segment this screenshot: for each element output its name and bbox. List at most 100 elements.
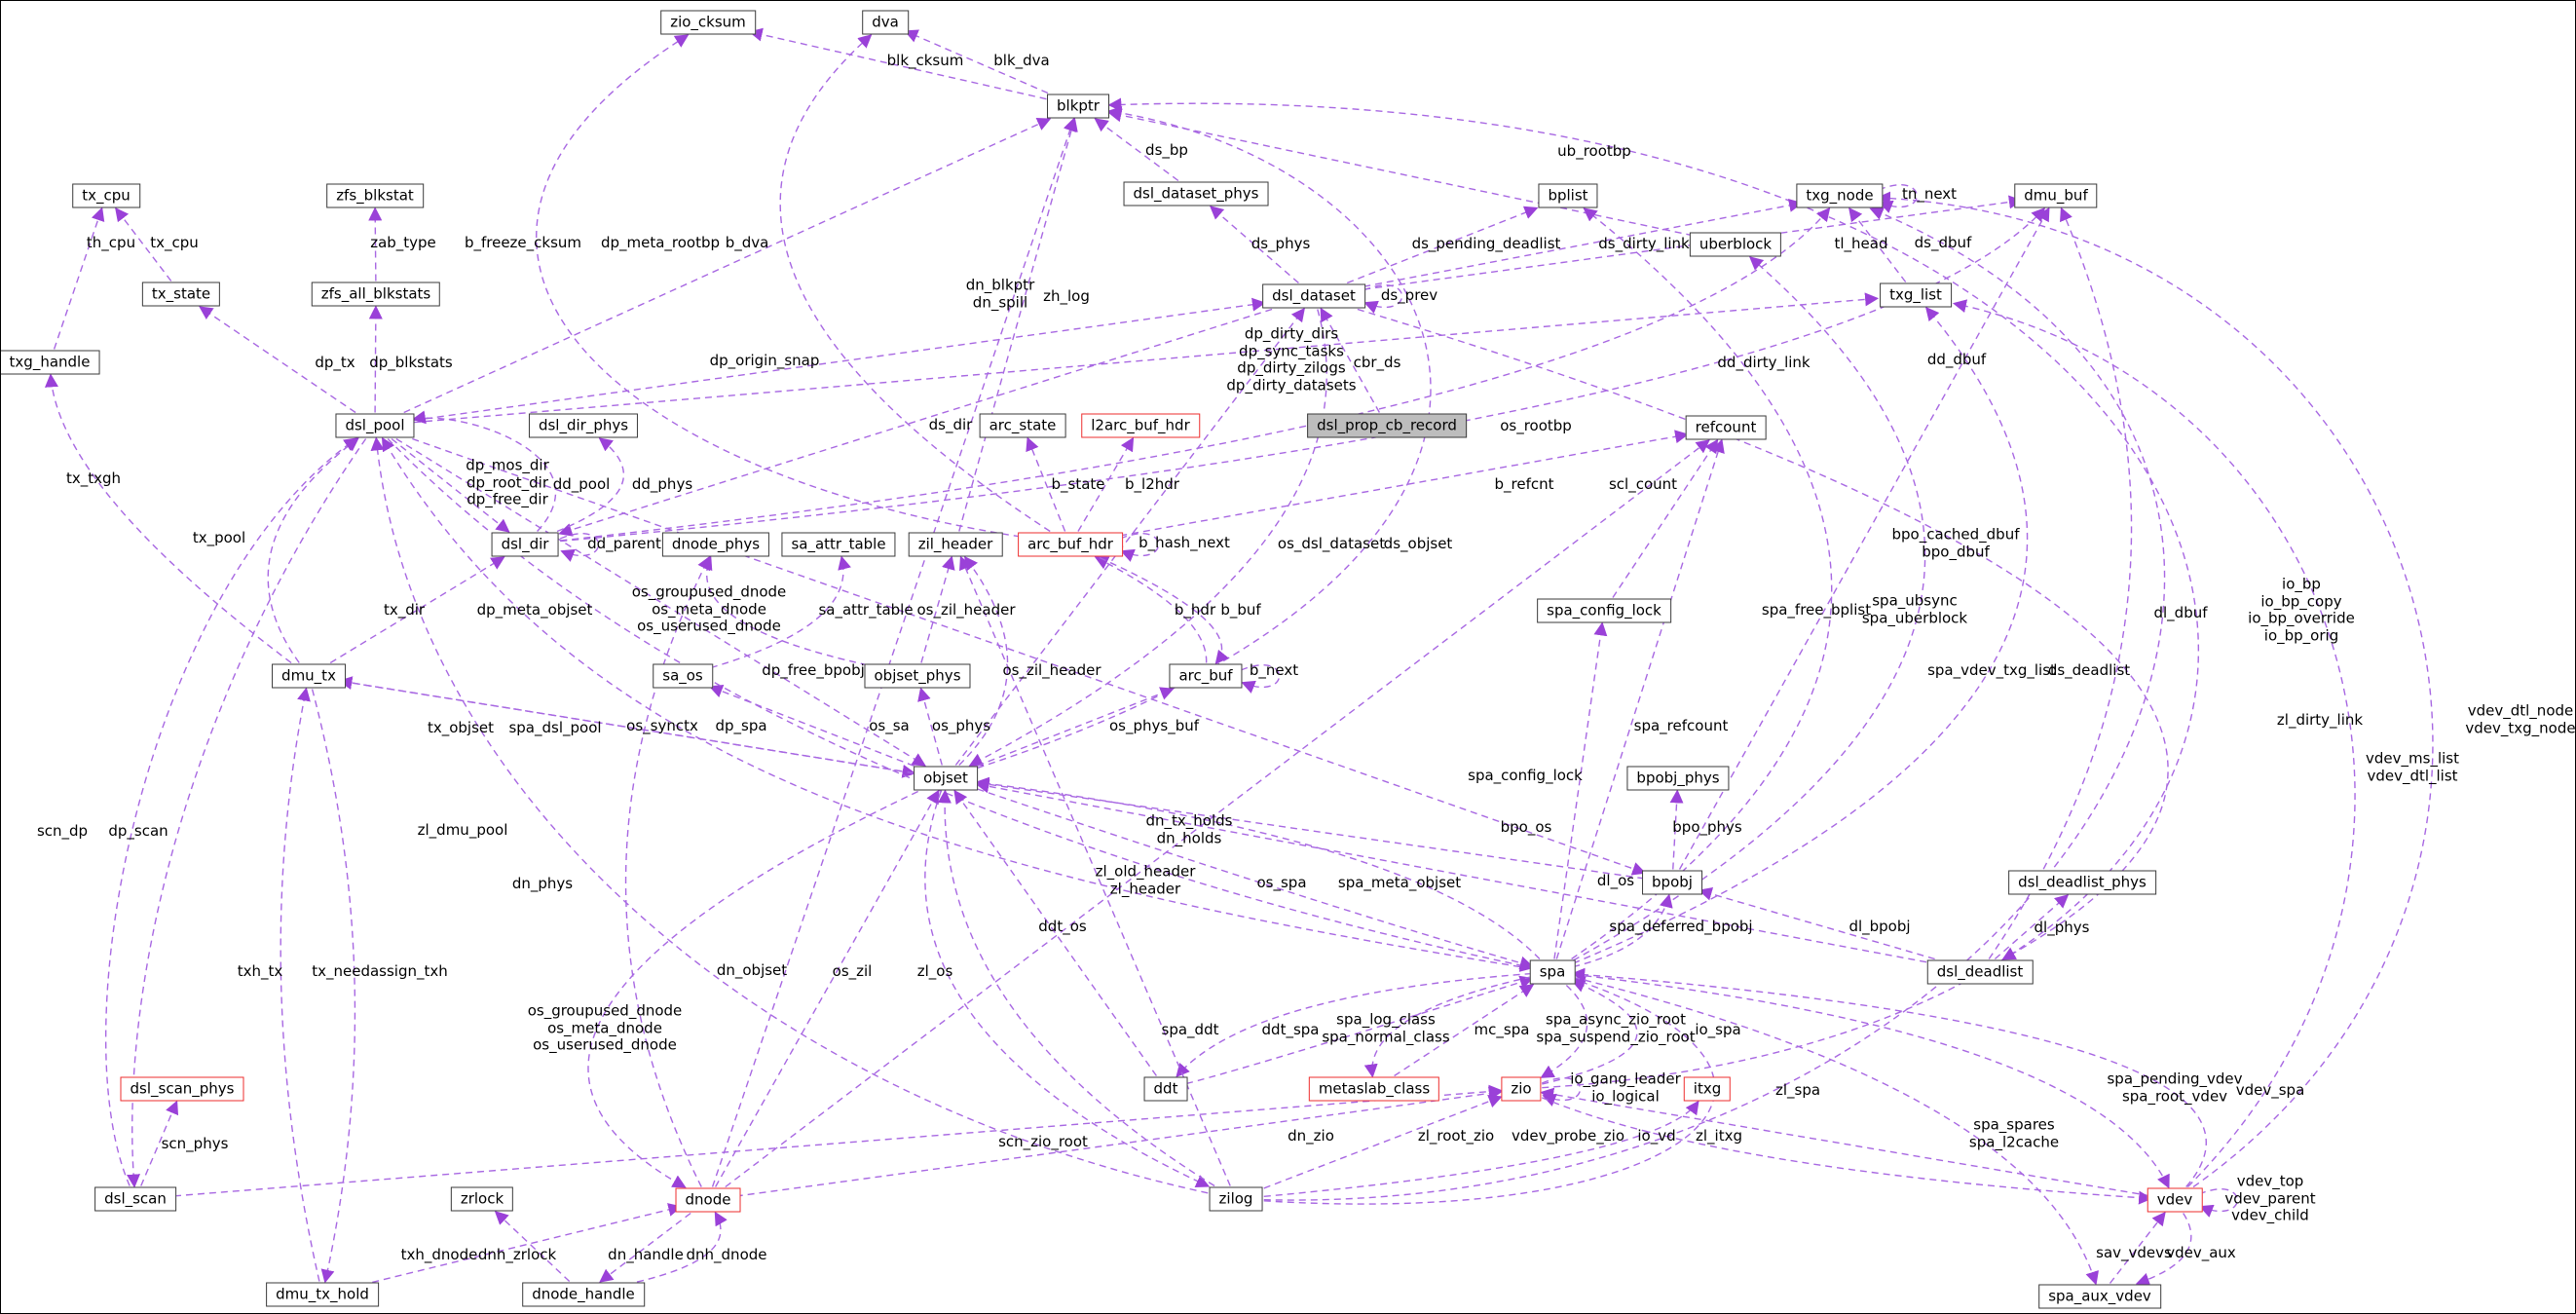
node-dnode_phys[interactable]: dnode_phys	[661, 532, 770, 557]
node-itxg[interactable]: itxg	[1683, 1076, 1732, 1102]
node-tx_cpu[interactable]: tx_cpu	[72, 183, 140, 208]
node-objset_phys[interactable]: objset_phys	[864, 663, 971, 689]
node-txg_node[interactable]: txg_node	[1796, 183, 1884, 208]
edge-dsl_dataset-dsl_deadlist	[1357, 308, 2169, 960]
node-l2arc_buf_hdr[interactable]: l2arc_buf_hdr	[1081, 413, 1200, 438]
node-bpobj[interactable]: bpobj	[1642, 870, 1702, 895]
node-zio[interactable]: zio	[1501, 1076, 1542, 1102]
edge-spa_aux_vdev-vdev	[2109, 1211, 2166, 1284]
edge-dsl_pool-txg_list	[413, 292, 1880, 424]
edge-blkptr-zio_cksum	[748, 27, 1047, 100]
node-dsl_deadlist[interactable]: dsl_deadlist	[1926, 959, 2034, 985]
edge-vdev-spa_aux_vdev	[2135, 1213, 2192, 1287]
node-dsl_dataset_phys[interactable]: dsl_dataset_phys	[1123, 181, 1269, 206]
edge-objset_phys-zil_header	[920, 555, 955, 663]
node-dsl_dir_phys[interactable]: dsl_dir_phys	[528, 413, 639, 438]
edge-dnode-dnode_handle	[599, 1212, 691, 1283]
edge-dsl_pool-dsl_scan	[127, 438, 367, 1188]
node-zilog[interactable]: zilog	[1209, 1186, 1263, 1212]
edge-dnode_handle-zrlock	[494, 1211, 571, 1283]
node-arc_state[interactable]: arc_state	[979, 413, 1066, 438]
edge-spa_config_lock-refcount	[1612, 438, 1719, 598]
node-metaslab_class[interactable]: metaslab_class	[1308, 1076, 1440, 1102]
edge-objset-objset_phys	[917, 687, 943, 766]
node-txg_list[interactable]: txg_list	[1880, 282, 1952, 308]
node-zil_header[interactable]: zil_header	[908, 532, 1003, 557]
node-vdev[interactable]: vdev	[2147, 1187, 2203, 1213]
node-zrlock[interactable]: zrlock	[450, 1186, 514, 1212]
node-blkptr[interactable]: blkptr	[1047, 94, 1109, 119]
node-bplist[interactable]: bplist	[1538, 183, 1598, 208]
edge-spa-zio	[1540, 984, 1588, 1078]
edge-arc_buf_hdr-refcount	[1120, 430, 1690, 537]
node-dsl_scan_phys[interactable]: dsl_scan_phys	[120, 1076, 244, 1102]
node-arc_buf[interactable]: arc_buf	[1169, 663, 1243, 689]
edge-dsl_dir-dsl_dir_phys	[556, 437, 625, 533]
node-refcount[interactable]: refcount	[1685, 415, 1767, 440]
node-zfs_all_blkstats[interactable]: zfs_all_blkstats	[311, 282, 441, 307]
edge-arc_buf_hdr-arc_buf	[1099, 556, 1229, 665]
edge-vdev-vdev	[2198, 1188, 2238, 1218]
edge-txg_node-txg_node	[1878, 184, 1918, 213]
edge-zilog-dsl_pool	[370, 436, 1209, 1194]
edge-zio-spa	[1542, 979, 1638, 1085]
edge-spa-metaslab_class	[1363, 976, 1532, 1078]
edge-txg_handle-tx_cpu	[53, 206, 105, 350]
edge-blkptr-dva	[904, 29, 1049, 94]
edge-spa-spa_aux_vdev	[1573, 976, 2099, 1286]
node-tx_state[interactable]: tx_state	[141, 282, 221, 307]
edge-dsl_pool-blkptr	[403, 118, 1052, 414]
edge-dsl_dataset-txg_node	[1363, 198, 1804, 287]
node-dmu_tx[interactable]: dmu_tx	[272, 663, 346, 689]
node-dsl_dir[interactable]: dsl_dir	[491, 532, 559, 557]
edge-dsl_dataset-bplist	[1346, 206, 1539, 284]
node-dnode_handle[interactable]: dnode_handle	[522, 1282, 645, 1307]
node-dsl_prop_cb_record[interactable]: dsl_prop_cb_record	[1307, 413, 1467, 438]
node-uberblock[interactable]: uberblock	[1689, 232, 1782, 257]
node-ddt[interactable]: ddt	[1143, 1076, 1188, 1102]
node-txg_handle[interactable]: txg_handle	[1, 350, 100, 375]
node-objset[interactable]: objset	[914, 766, 978, 791]
edge-objset-zil_header	[958, 555, 1009, 766]
edge-dsl_dir-dmu_buf	[560, 206, 2046, 543]
node-dsl_scan[interactable]: dsl_scan	[94, 1186, 176, 1212]
edge-objset-zilog	[924, 791, 1211, 1187]
edge-tx_state-tx_cpu	[115, 206, 172, 282]
node-zio_cksum[interactable]: zio_cksum	[660, 10, 756, 35]
node-sa_attr_table[interactable]: sa_attr_table	[781, 532, 896, 557]
edge-spa-objset	[975, 776, 1541, 959]
edge-dsl_dataset-dsl_dir	[558, 308, 1273, 537]
edge-dnode_handle-dnode	[636, 1211, 728, 1283]
edge-arc_buf_hdr-arc_buf_hdr	[1119, 533, 1160, 562]
edge-dmu_tx-txg_handle	[44, 373, 292, 664]
edge-objset_phys-dnode_phys	[699, 555, 868, 666]
node-spa_config_lock[interactable]: spa_config_lock	[1537, 598, 1671, 623]
node-zfs_blkstat[interactable]: zfs_blkstat	[326, 183, 424, 208]
edge-objset-dnode	[587, 790, 918, 1188]
edge-objset-dsl_dataset	[954, 307, 1305, 766]
edge-arc_buf_hdr-dva	[779, 34, 1051, 533]
edge-dsl_dataset-dsl_dataset_phys	[1209, 206, 1299, 284]
node-dsl_pool[interactable]: dsl_pool	[335, 413, 415, 438]
node-bpobj_phys[interactable]: bpobj_phys	[1626, 766, 1730, 791]
edge-spa-ddt	[1176, 972, 1532, 1078]
edge-arc_buf-arc_buf_hdr	[1094, 556, 1208, 663]
node-dsl_dataset[interactable]: dsl_dataset	[1262, 283, 1365, 309]
node-dsl_deadlist_phys[interactable]: dsl_deadlist_phys	[2008, 870, 2156, 895]
node-spa[interactable]: spa	[1529, 959, 1576, 985]
node-sa_os[interactable]: sa_os	[653, 663, 713, 689]
node-dnode[interactable]: dnode	[675, 1187, 741, 1213]
node-dva[interactable]: dva	[862, 10, 909, 35]
edge-dnode-dnode_phys	[624, 555, 711, 1187]
edge-metaslab_class-spa	[1394, 984, 1535, 1077]
edge-dsl_prop_cb_record-dsl_dataset	[1320, 307, 1380, 413]
node-spa_aux_vdev[interactable]: spa_aux_vdev	[2038, 1284, 2161, 1309]
edge-objset-spa	[977, 788, 1534, 970]
edge-dmu_tx-dsl_pool	[267, 437, 359, 663]
node-dmu_tx_hold[interactable]: dmu_tx_hold	[266, 1282, 379, 1307]
node-dmu_buf[interactable]: dmu_buf	[2014, 183, 2098, 208]
node-arc_buf_hdr[interactable]: arc_buf_hdr	[1018, 532, 1123, 557]
edge-dsl_dir-dsl_pool	[411, 410, 556, 532]
edge-ddt-spa	[1186, 975, 1534, 1085]
